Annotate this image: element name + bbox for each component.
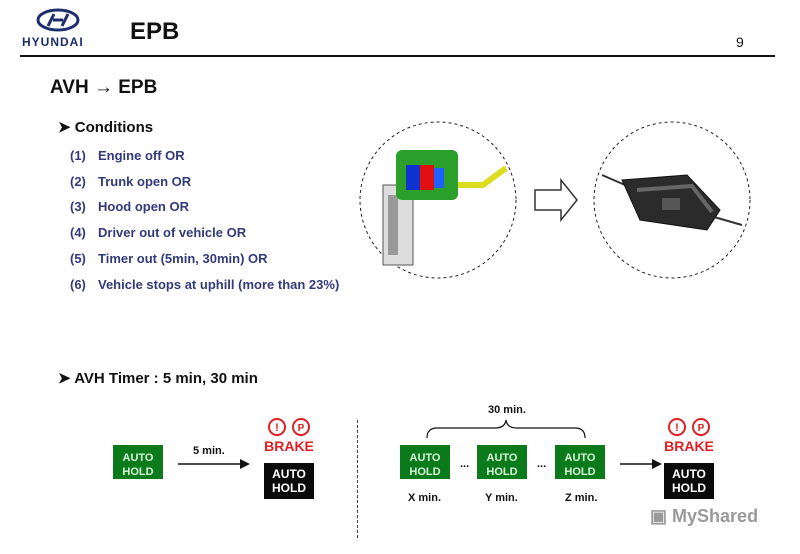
brake-label: BRAKE <box>664 438 714 454</box>
svg-text:P: P <box>298 423 305 434</box>
epb-actuator-image <box>593 121 751 279</box>
timer-heading: ➤ AVH Timer : 5 min, 30 min <box>58 369 258 387</box>
watermark: ▣ MyShared <box>650 506 759 526</box>
thirty-min-label: 30 min. <box>488 404 526 416</box>
condition-text: Timer out (5min, 30min) OR <box>98 251 268 266</box>
arrow-bullet-icon: ➤ <box>58 370 71 387</box>
condition-item: (5) Timer out (5min, 30min) OR <box>70 251 268 266</box>
condition-item: (3) Hood open OR <box>70 199 189 214</box>
brace-icon <box>426 419 586 439</box>
auto-hold-indicator: AUTO HOLD <box>477 445 527 479</box>
condition-number: (4) <box>70 225 86 240</box>
page-number: 9 <box>736 34 744 50</box>
auto-hold-indicator: AUTO HOLD <box>555 445 605 479</box>
condition-item: (1) Engine off OR <box>70 148 185 163</box>
caliper-image <box>359 121 517 279</box>
auto-hold-epb-box: AUTO HOLD <box>664 463 714 499</box>
condition-number: (1) <box>70 148 86 163</box>
watermark-logo-icon: ▣ <box>650 506 668 526</box>
arrow-right-icon <box>178 459 250 469</box>
condition-number: (2) <box>70 174 86 189</box>
auto-hold-epb-box: AUTO HOLD <box>264 463 314 499</box>
timer-title: AVH Timer : 5 min, 30 min <box>74 370 258 387</box>
section-heading: AVH → EPB <box>50 77 158 98</box>
auto-hold-indicator: AUTO HOLD <box>113 445 163 479</box>
condition-text: Trunk open OR <box>98 174 192 189</box>
brake-warning-icons: ! P <box>262 416 318 443</box>
condition-number: (5) <box>70 251 86 266</box>
diagram-divider <box>357 420 358 538</box>
condition-text: Engine off OR <box>98 148 185 163</box>
condition-item: (2) Trunk open OR <box>70 174 191 189</box>
condition-number: (3) <box>70 199 86 214</box>
header-divider <box>20 55 775 57</box>
svg-text:P: P <box>698 423 705 434</box>
condition-item: (6) Vehicle stops at uphill (more than 23… <box>70 277 339 292</box>
ellipsis: ... <box>537 458 547 470</box>
five-min-label: 5 min. <box>193 445 225 457</box>
arrow-bullet-icon: ➤ <box>58 119 71 136</box>
condition-text: Vehicle stops at uphill (more than 23%) <box>98 277 340 292</box>
brake-label: BRAKE <box>264 438 314 454</box>
z-min-label: Z min. <box>565 492 598 504</box>
auto-hold-indicator: AUTO HOLD <box>400 445 450 479</box>
arrow-right-icon <box>534 178 578 222</box>
ellipsis: ... <box>460 458 470 470</box>
svg-text:!: ! <box>675 422 679 434</box>
page-title: EPB <box>130 18 180 45</box>
y-min-label: Y min. <box>485 492 518 504</box>
x-min-label: X min. <box>408 492 442 504</box>
brake-warning-icons: ! P <box>662 416 718 443</box>
svg-text:!: ! <box>275 422 279 434</box>
arrow-right-icon <box>620 459 662 469</box>
hyundai-logo: HYUNDAI <box>18 6 98 50</box>
conditions-title: Conditions <box>74 119 154 136</box>
condition-text: Driver out of vehicle OR <box>98 225 247 240</box>
logo-text: HYUNDAI <box>22 35 84 49</box>
condition-number: (6) <box>70 277 86 292</box>
condition-text: Hood open OR <box>98 199 189 214</box>
conditions-heading: ➤ Conditions <box>58 118 153 136</box>
condition-item: (4) Driver out of vehicle OR <box>70 225 246 240</box>
